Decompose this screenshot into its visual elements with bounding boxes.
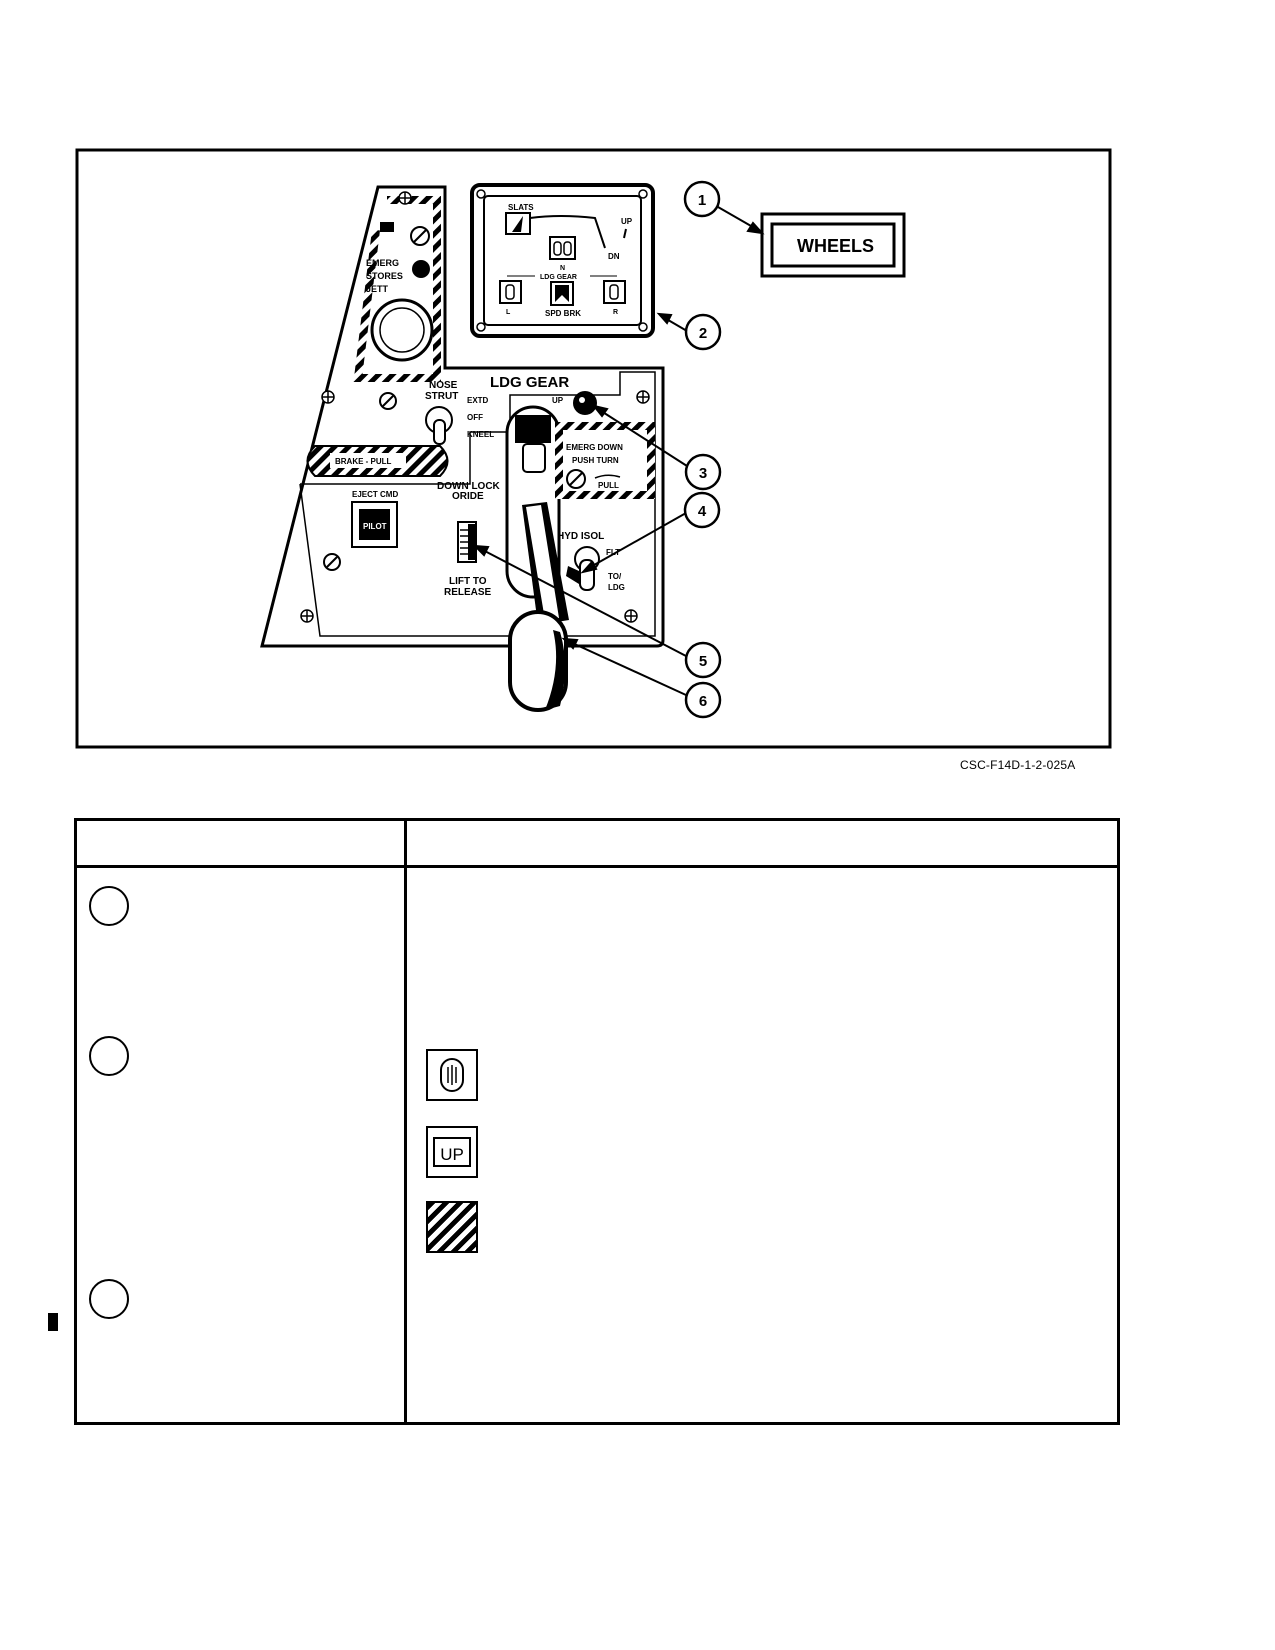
description-table: UP: [74, 818, 1120, 1425]
svg-text:1: 1: [698, 192, 706, 209]
callout-6: 6: [684, 681, 722, 719]
eject-cmd-label: EJECT CMD: [352, 490, 398, 499]
slats-label: SLATS: [508, 203, 534, 212]
right-gear-indicator: [603, 280, 626, 304]
hyd-isol-label: HYD ISOL: [557, 531, 604, 542]
hyd-isol-ldg: LDG: [608, 583, 625, 592]
wheels-indicator-label: WHEELS: [797, 236, 874, 256]
callout-4: 4: [683, 491, 721, 529]
up-symbol-text: UP: [440, 1145, 464, 1164]
gear-up-symbol: UP: [426, 1126, 478, 1178]
pull-label: PULL: [598, 481, 619, 490]
table-header: [77, 821, 1117, 868]
row-3-number-circle: [89, 1279, 129, 1319]
release-label: RELEASE: [444, 587, 492, 598]
svg-text:4: 4: [698, 503, 707, 520]
row-1-number-circle: [89, 886, 129, 926]
table-divider: [404, 821, 407, 1422]
right-gear-r-label: R: [613, 309, 618, 316]
figure-frame: [75, 148, 1112, 749]
stores-jett-light-icon: [412, 260, 430, 278]
change-bar: [48, 1313, 58, 1331]
screw-icon: [476, 189, 648, 332]
figure-id: CSC-F14D-1-2-025A: [960, 758, 1076, 772]
callout-3: 3: [684, 453, 722, 491]
oride-label: ORIDE: [452, 491, 484, 502]
nose-strut-off: OFF: [467, 413, 483, 422]
gear-handle-warning-light: [573, 391, 597, 415]
stores-jett-hatch-border: [353, 196, 441, 382]
flap-up-label: UP: [621, 217, 633, 226]
brake-pull-label: BRAKE - PULL: [335, 457, 392, 466]
hyd-isol-flt: FLT: [606, 548, 620, 557]
callout-1: 1: [683, 180, 721, 218]
nose-strut-label-2: STRUT: [425, 391, 458, 402]
svg-text:2: 2: [699, 325, 707, 342]
lift-to-label: LIFT TO: [449, 576, 487, 587]
svg-text:3: 3: [699, 465, 707, 482]
pilot-label: PILOT: [363, 522, 387, 531]
down-lock-label: DOWN LOCK: [437, 481, 501, 492]
flap-dn-label: DN: [608, 252, 620, 261]
screw-icon: [300, 191, 650, 623]
gear-transit-symbol: [426, 1049, 478, 1101]
emerg-stores-jett-button[interactable]: [370, 298, 434, 362]
callout-2: 2: [684, 313, 722, 351]
hyd-isol-to: TO/: [608, 572, 622, 581]
nose-strut-kneel: KNEEL: [467, 430, 494, 439]
emerg-stores-label-2: STORES: [366, 271, 403, 281]
landing-gear-panel-figure: EMERG STORES JETT SLATS UP DN N LDG GEAR…: [75, 148, 1112, 749]
nose-gear-n-label: N: [560, 265, 565, 272]
flap-position-scale: [529, 215, 606, 249]
nose-strut-label-1: NOSE: [429, 380, 458, 391]
left-gear-indicator: [499, 280, 522, 304]
hatched-barberpole-symbol: [426, 1201, 478, 1253]
emerg-down-label: EMERG DOWN: [566, 443, 623, 452]
ldg-gear-up-label: UP: [552, 396, 564, 405]
ldg-gear-title: LDG GEAR: [490, 374, 569, 391]
push-turn-label: PUSH TURN: [572, 456, 619, 465]
nose-strut-extd: EXTD: [467, 396, 489, 405]
emerg-stores-label-1: EMERG: [366, 258, 399, 268]
emerg-down-hatch-region: [555, 422, 655, 499]
landing-gear-handle-grip[interactable]: [508, 610, 568, 712]
emerg-stores-label-3: JETT: [366, 284, 389, 294]
spd-brk-label: SPD BRK: [545, 309, 581, 318]
indicator-ldg-gear-label: LDG GEAR: [540, 274, 577, 281]
svg-text:5: 5: [699, 653, 707, 670]
svg-text:6: 6: [699, 693, 707, 710]
row-2-number-circle: [89, 1036, 129, 1076]
callout-5: 5: [684, 641, 722, 679]
left-gear-l-label: L: [506, 309, 511, 316]
